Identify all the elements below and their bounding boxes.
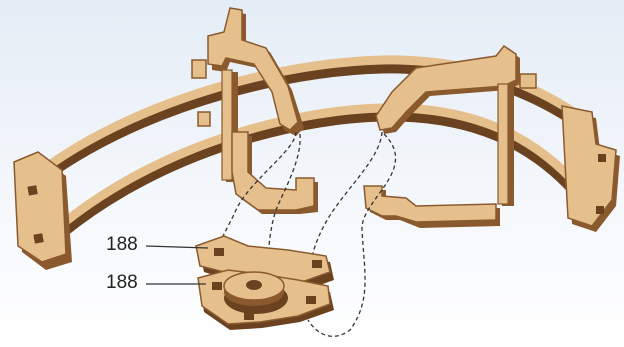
part-number-label-lower: 188 — [106, 273, 138, 292]
hub-center-boss — [224, 272, 288, 314]
part-number-label-upper: 188 — [106, 235, 138, 254]
